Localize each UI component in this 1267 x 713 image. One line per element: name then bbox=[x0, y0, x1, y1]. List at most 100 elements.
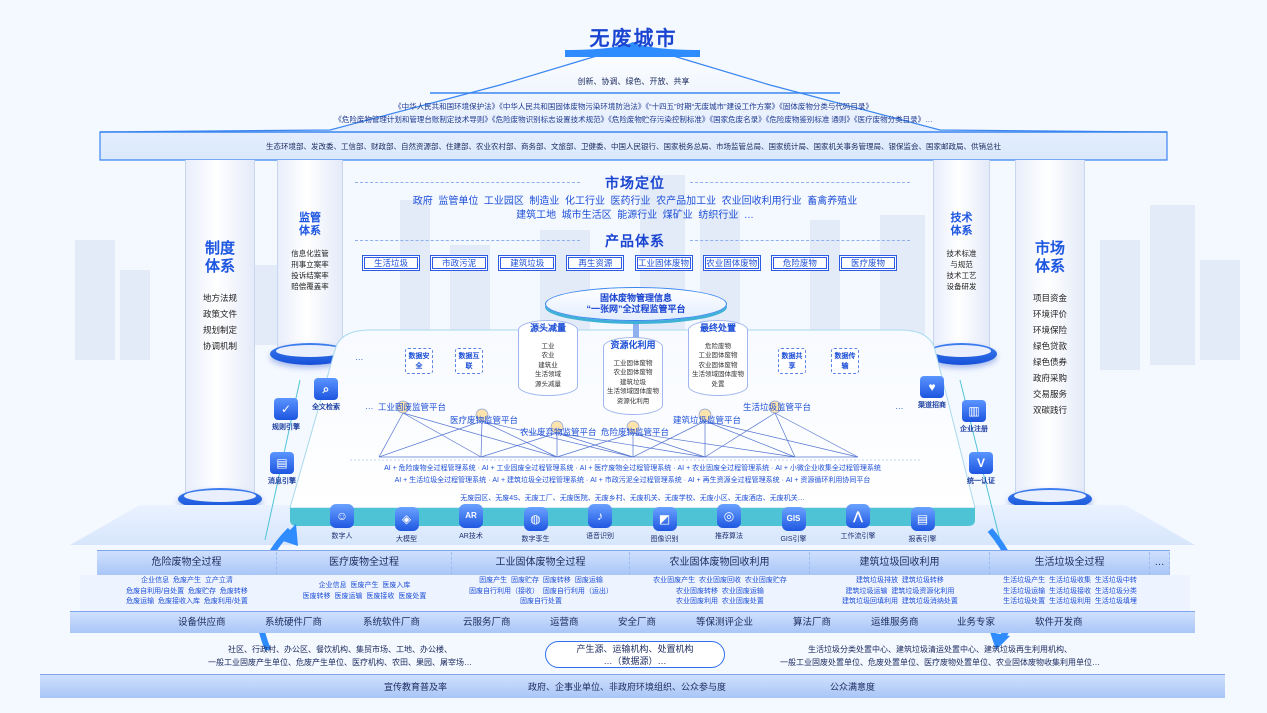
tool-workflow[interactable]: ⋀工作流引擎 bbox=[838, 504, 878, 541]
process-details bbox=[1150, 576, 1170, 610]
process-details: 生活垃圾产生 生活垃圾收集 生活垃圾中转生活垃圾运输 生活垃圾接收 生活垃圾分类… bbox=[990, 576, 1150, 610]
supplier-item: 云服务厂商 bbox=[463, 617, 511, 628]
product-tag[interactable]: 建筑垃圾 bbox=[498, 255, 557, 271]
network-line bbox=[632, 432, 706, 458]
supplier-item: 系统软件厂商 bbox=[363, 617, 421, 628]
data-source-disposers: 生活垃圾分类处置中心、建筑垃圾清运处置中心、建筑垃圾再生利用机构、 一般工业固废… bbox=[740, 643, 1140, 669]
cylinder-item: 农业固体废物 bbox=[698, 361, 738, 369]
tool-recommendation[interactable]: ◎推荐算法 bbox=[709, 504, 749, 541]
producer-line: 一般工业固废产生单位、危废产生单位、医疗机构、农田、果园、屠宰场… bbox=[208, 658, 472, 667]
product-tag[interactable]: 农业固体废物 bbox=[702, 255, 761, 271]
product-system-title: 产品体系 bbox=[605, 233, 665, 249]
process-header[interactable]: 农业固体废物回收利用 bbox=[630, 552, 810, 574]
tool-microphone[interactable]: ♪语音识别 bbox=[580, 504, 620, 541]
full-text-search[interactable]: ⌕全文检索 bbox=[312, 378, 340, 412]
cylinder-item: 生活领域固体废物 bbox=[692, 371, 744, 378]
process-header[interactable]: … bbox=[1150, 552, 1170, 574]
process-detail-line: 危废自利用/自处置 危废贮存 危废转移 bbox=[126, 587, 248, 595]
sub-platform-agricultural[interactable]: 农业废弃物监管平台 bbox=[520, 427, 597, 437]
tool-report[interactable]: ▤报表引擎 bbox=[903, 507, 943, 544]
process-detail-line: 固废产生 固废贮存 固废转移 固废运输 bbox=[479, 577, 603, 584]
shield-check-icon: ✓ bbox=[274, 398, 298, 420]
process-header[interactable]: 工业固体废物全过程 bbox=[452, 552, 630, 574]
zero-waste-line: 无废园区、无废4S、无废工厂、无废医院、无废乡村、无废机关、无废学校、无废小区、… bbox=[460, 495, 805, 502]
cylinder-item: 农业固体废物 bbox=[613, 369, 653, 376]
process-details: 企业信息 医废产生 医废入库医废转移 医废运输 医废接收 医废处置 bbox=[277, 576, 452, 610]
tool-label: 大模型 bbox=[396, 536, 417, 543]
label: 消息引擎 bbox=[268, 478, 296, 485]
network-line bbox=[480, 432, 558, 458]
cylinder-item: 工业固体废物 bbox=[613, 359, 653, 367]
product-tag[interactable]: 医疗废物 bbox=[838, 255, 897, 271]
pillar-item: 技术工艺 bbox=[946, 271, 977, 280]
product-tag[interactable]: 市政污泥 bbox=[430, 255, 489, 271]
process-header[interactable]: 危险废物全过程 bbox=[97, 552, 277, 574]
sub-platform-construction[interactable]: 建筑垃圾监管平台 bbox=[673, 415, 742, 425]
indicator-education: 宣传教育普及率 bbox=[384, 682, 448, 692]
cylinder-item: 工业固体废物 bbox=[698, 352, 738, 359]
process-header[interactable]: 建筑垃圾回收利用 bbox=[810, 552, 990, 574]
central-platform[interactable]: 固体废物管理信息 “一张网”全过程监管平台 bbox=[545, 287, 727, 321]
divider bbox=[690, 240, 910, 241]
channel-recruitment[interactable]: ♥ 渠道招商 bbox=[918, 376, 946, 410]
cylinder-item: 资源化利用 bbox=[616, 397, 650, 405]
image-recognition-icon: ◩ bbox=[652, 507, 677, 531]
tool-digital-human[interactable]: ☺数字人 bbox=[322, 504, 362, 541]
tool-digital-twin[interactable]: ◍数字孪生 bbox=[516, 507, 556, 544]
process-detail-line: 建筑垃圾排放 建筑垃圾转移 bbox=[856, 577, 944, 584]
sub-platform-industrial[interactable]: 工业固废监管平台 bbox=[378, 402, 447, 412]
ai-systems-line: AI + 生活垃圾全过程管理系统 · AI + 建筑垃圾全过程管理系统 · AI… bbox=[394, 477, 871, 484]
sub-platform-medical[interactable]: 医疗废物监管平台 bbox=[450, 415, 519, 425]
pillar-base bbox=[1008, 488, 1092, 510]
pillar-item: 刑事立案率 bbox=[291, 260, 329, 269]
node-glow bbox=[550, 420, 564, 434]
process-header[interactable]: 生活垃圾全过程 bbox=[990, 552, 1150, 574]
cylinder-item: 生活领域固体废物 bbox=[607, 388, 659, 395]
process-detail-line: 生活垃圾处置 生活垃圾利用 生活垃圾填埋 bbox=[1003, 598, 1137, 605]
cylinder-source-reduction: 源头减量 工业农业建筑业生活领域源头减量 bbox=[518, 320, 578, 396]
pillar-item: 与规范 bbox=[950, 260, 973, 269]
supplier-item: 设备供应商 bbox=[178, 617, 226, 628]
data-source-line: 产生源、运输机构、处置机构 bbox=[576, 644, 694, 654]
cylinder-item: 生活领域 bbox=[535, 371, 561, 378]
network-line bbox=[774, 412, 796, 458]
handshake-icon: ♥ bbox=[920, 376, 944, 398]
disposer-line: 一般工业固废处置单位、危废处置单位、医疗废物处置单位、农业固体废物收集利用单位… bbox=[780, 658, 1100, 667]
sub-platform-hazardous[interactable]: 危险废物监管平台 bbox=[601, 427, 670, 437]
product-tag[interactable]: 危险废物 bbox=[770, 255, 829, 271]
data-security-box: 数据安全 bbox=[405, 348, 433, 374]
product-tag[interactable]: 再生资源 bbox=[566, 255, 625, 271]
tool-image-recognition[interactable]: ◩图像识别 bbox=[645, 507, 685, 544]
message-engine[interactable]: ▤消息引擎 bbox=[268, 452, 296, 486]
divider bbox=[355, 240, 580, 241]
data-source-center: 产生源、运输机构、处置机构 …（数据源）… bbox=[545, 641, 725, 668]
process-detail-line: 建筑垃圾回填利用 建筑垃圾消纳处置 bbox=[842, 598, 958, 605]
product-tag[interactable]: 工业固体废物 bbox=[634, 255, 693, 271]
enterprise-registration[interactable]: ▥企业注册 bbox=[960, 400, 988, 434]
data-source-producers: 社区、行政村、办公区、餐饮机构、集贸市场、工地、办公楼、 一般工业固废产生单位、… bbox=[150, 643, 530, 669]
pillar-item: 绿色债券 bbox=[1032, 357, 1067, 367]
cylinder-item: 建筑业 bbox=[538, 361, 558, 369]
label: 渠道招商 bbox=[918, 402, 946, 409]
network-line bbox=[378, 412, 404, 458]
supplier-band bbox=[70, 611, 1195, 633]
supplier-item: 运维服务商 bbox=[871, 617, 919, 628]
divider bbox=[355, 182, 580, 183]
divider bbox=[690, 182, 910, 183]
verified-badge-icon: V bbox=[969, 452, 993, 474]
rule-engine[interactable]: ✓规则引擎 bbox=[272, 398, 300, 432]
cylinder-item: 工业 bbox=[541, 342, 555, 350]
sub-platform-domestic[interactable]: 生活垃圾监管平台 bbox=[743, 402, 812, 412]
tool-large-model[interactable]: ◈大模型 bbox=[387, 507, 427, 544]
network-line bbox=[481, 420, 558, 458]
pillar-item: 信息化监管 bbox=[291, 249, 329, 258]
process-header[interactable]: 医疗废物全过程 bbox=[277, 552, 452, 574]
indicator-band bbox=[40, 674, 1225, 698]
product-tag[interactable]: 生活垃圾 bbox=[362, 255, 420, 271]
pillar-technology: 技术体系 技术标准与规范技术工艺设备研发 bbox=[926, 160, 997, 365]
node-glow bbox=[475, 408, 489, 422]
building-icon: ▥ bbox=[962, 400, 986, 422]
